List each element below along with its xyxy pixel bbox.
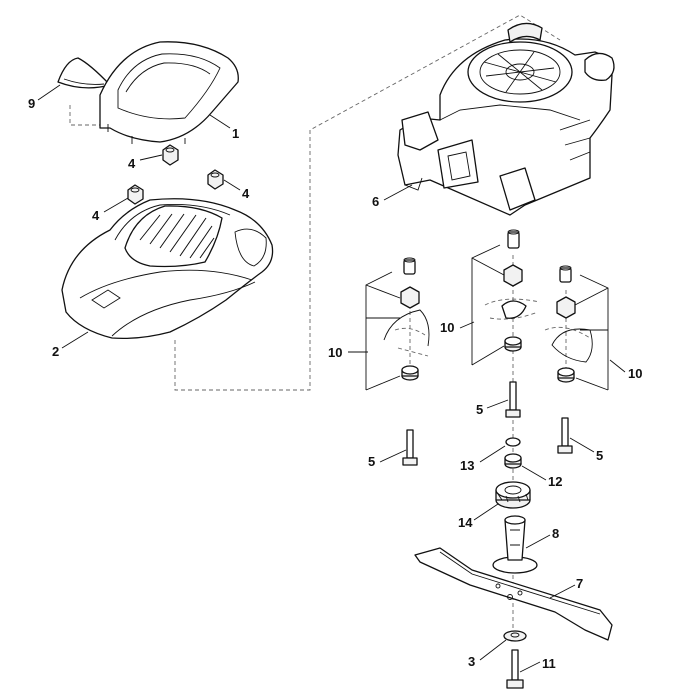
callout-11: 11 xyxy=(542,656,556,671)
part-12-collar xyxy=(504,453,522,469)
callout-4-right: 4 xyxy=(242,186,250,201)
part-2-engine-hood xyxy=(61,198,274,340)
part-14-fan-hub xyxy=(495,481,531,509)
callout-5-right: 5 xyxy=(596,448,603,463)
callout-10-right: 10 xyxy=(628,366,642,381)
callout-4-top: 4 xyxy=(128,156,136,171)
part-6-engine xyxy=(397,22,615,216)
callout-7: 7 xyxy=(576,576,583,591)
callout-10-center: 10 xyxy=(440,320,454,335)
callout-12: 12 xyxy=(548,474,562,489)
leader-lines xyxy=(37,84,626,673)
part-10-spacer-set-right xyxy=(544,265,593,383)
callout-4-left: 4 xyxy=(92,208,100,223)
part-4-nut-top xyxy=(162,144,179,166)
part-4-nut-right xyxy=(207,169,224,190)
callout-5-center: 5 xyxy=(476,402,483,417)
part-10-brackets xyxy=(365,244,609,391)
callout-14: 14 xyxy=(458,515,473,530)
callout-numbers: 9 1 4 4 4 2 6 10 10 10 5 5 5 13 12 14 8 … xyxy=(28,96,642,671)
part-1-upper-cover xyxy=(99,41,239,144)
callout-8: 8 xyxy=(552,526,559,541)
part-5-bolt-right xyxy=(557,417,573,454)
part-5-bolt-left xyxy=(402,429,418,466)
callout-2: 2 xyxy=(52,344,59,359)
part-5-bolt-center xyxy=(505,381,521,418)
part-11-blade-bolt xyxy=(506,649,524,689)
callout-13: 13 xyxy=(460,458,474,473)
part-13-ring xyxy=(505,437,521,447)
callout-5-left: 5 xyxy=(368,454,375,469)
part-10-spacer-set-center xyxy=(484,229,541,352)
part-7-blade xyxy=(414,547,613,641)
part-4-nut-left xyxy=(127,184,144,205)
callout-1: 1 xyxy=(232,126,239,141)
callout-9: 9 xyxy=(28,96,35,111)
callout-6: 6 xyxy=(372,194,379,209)
part-10-spacer-set-left xyxy=(383,257,430,381)
part-3-washer xyxy=(503,630,527,642)
callout-3: 3 xyxy=(468,654,475,669)
part-8-blade-holder xyxy=(492,515,538,574)
part-9-cap xyxy=(57,57,111,89)
callout-10-left: 10 xyxy=(328,345,342,360)
